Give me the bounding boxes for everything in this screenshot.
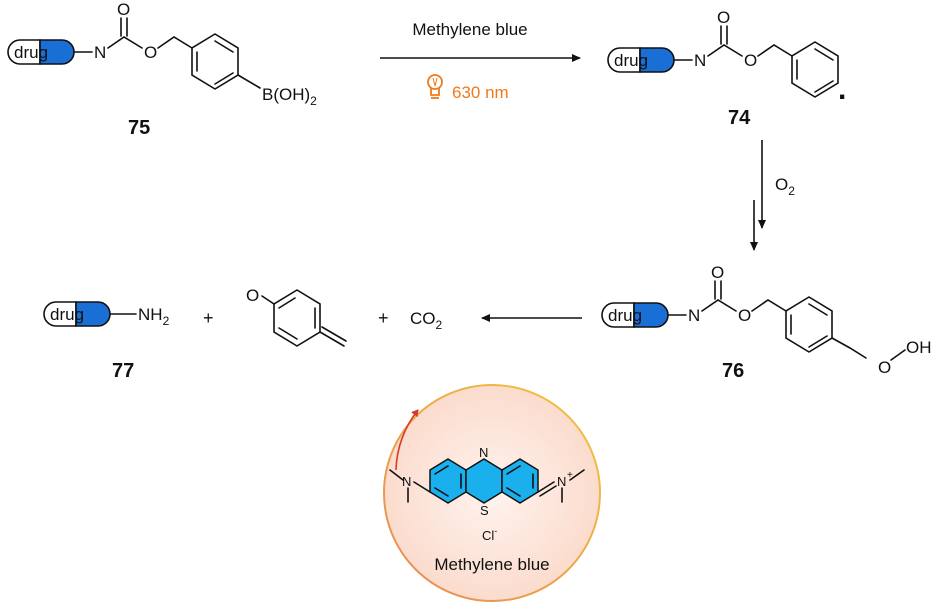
compound-75: drug N O O B(OH)2 75 [7, 0, 317, 139]
right-iminium-nitrogen: N [557, 474, 566, 489]
nitrogen-atom: N [694, 51, 706, 70]
quinone-methide: O [246, 286, 347, 347]
carbon-dioxide: CO2 [410, 309, 443, 332]
plus-sign: + [378, 308, 389, 328]
drug-label: drug [50, 305, 84, 324]
compound-74: drug N O O . 74 [607, 8, 846, 129]
drug-pill-icon [607, 47, 675, 73]
hydroxyl-group: OH [906, 338, 932, 357]
drug-pill-icon [43, 301, 111, 327]
nitrogen-atom: N [94, 43, 106, 62]
ester-oxygen: O [144, 43, 157, 62]
drug-label: drug [608, 306, 642, 325]
wavelength-label: 630 nm [452, 83, 509, 102]
reagent-label: Methylene blue [412, 20, 527, 39]
top-reaction: Methylene blue 630 nm [380, 20, 581, 102]
compound-number: 77 [112, 360, 134, 382]
positive-charge: + [567, 470, 573, 481]
compound-number: 74 [728, 107, 751, 129]
ester-oxygen: O [744, 51, 757, 70]
boronic-acid: B(OH)2 [262, 85, 317, 108]
down-reaction: O2 [750, 140, 795, 251]
compound-76: drug N O O O OH 76 [601, 263, 932, 382]
ketone-oxygen: O [246, 286, 259, 305]
carbonyl-oxygen: O [717, 8, 730, 27]
nitrogen-atom: N [688, 306, 700, 325]
drug-pill-icon [601, 302, 669, 328]
lightbulb-icon [427, 74, 443, 99]
benzene-ring [191, 33, 239, 90]
peroxide-oxygen: O [878, 358, 891, 377]
amine-group: NH2 [138, 305, 170, 328]
compound-number: 76 [722, 360, 744, 382]
carbonyl-oxygen: O [117, 0, 130, 19]
methylene-blue-badge: N S N N + Cl- Methylene blue [383, 384, 601, 602]
plus-sign: + [203, 308, 214, 328]
oxygen-reagent: O2 [775, 175, 795, 198]
ring-nitrogen: N [479, 445, 488, 460]
dye-name: Methylene blue [434, 555, 549, 574]
left-amine-nitrogen: N [402, 474, 411, 489]
methylene-blue-structure: N S N N + [389, 445, 585, 518]
counter-ion: Cl- [482, 526, 497, 543]
drug-label: drug [14, 43, 48, 62]
radical-dot: . [838, 73, 846, 106]
carbonyl-oxygen: O [711, 263, 724, 282]
ring-sulfur: S [480, 503, 489, 518]
drug-pill-icon [7, 39, 75, 65]
benzene-ring [785, 296, 833, 353]
drug-label: drug [614, 51, 648, 70]
excitation-arc [395, 409, 419, 471]
compound-number: 75 [128, 117, 150, 139]
ester-oxygen: O [738, 306, 751, 325]
benzyl-radical-ring [791, 41, 839, 98]
compound-77: drug NH2 77 [43, 301, 170, 382]
